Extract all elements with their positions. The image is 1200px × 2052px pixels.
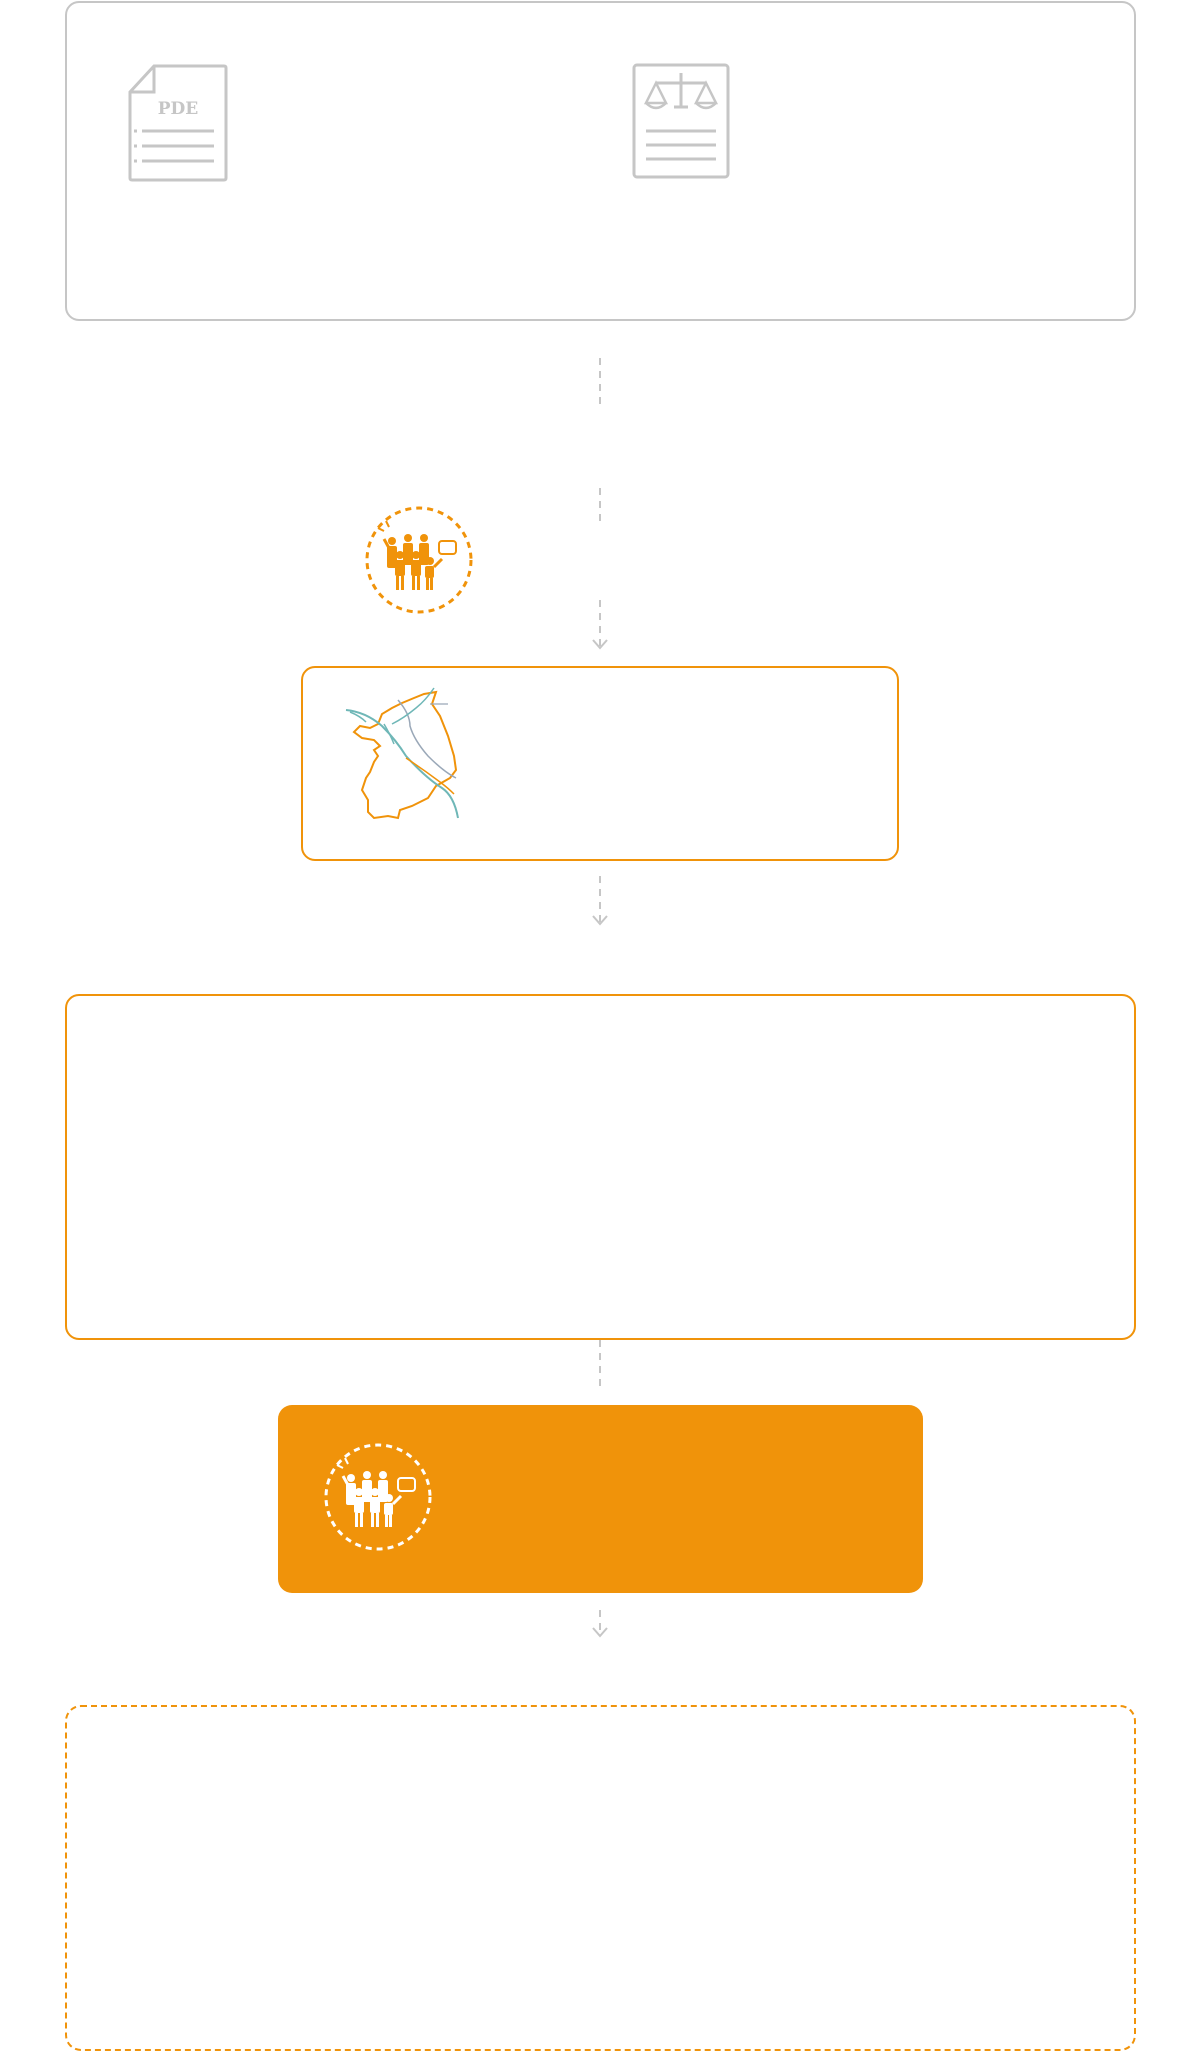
- citizens-participation-icon: [365, 506, 473, 614]
- territory-box: [301, 666, 899, 861]
- pde-badge: PDE: [158, 99, 199, 119]
- future-projects-container: [65, 1705, 1136, 2051]
- connector-line: [599, 1340, 601, 1390]
- pde-document-icon: PDE: [128, 64, 228, 182]
- down-arrow-icon: [592, 876, 608, 926]
- sources-container: [65, 1, 1136, 321]
- connector-line: [599, 358, 601, 408]
- citizens-participation-icon: [324, 1443, 432, 1551]
- proposals-container: [65, 994, 1136, 1340]
- territory-map-icon: [345, 687, 459, 820]
- scales-of-justice-document-icon: [632, 63, 730, 179]
- down-arrow-icon: [592, 600, 608, 650]
- connector-line: [599, 488, 601, 522]
- down-arrow-icon: [592, 1610, 608, 1638]
